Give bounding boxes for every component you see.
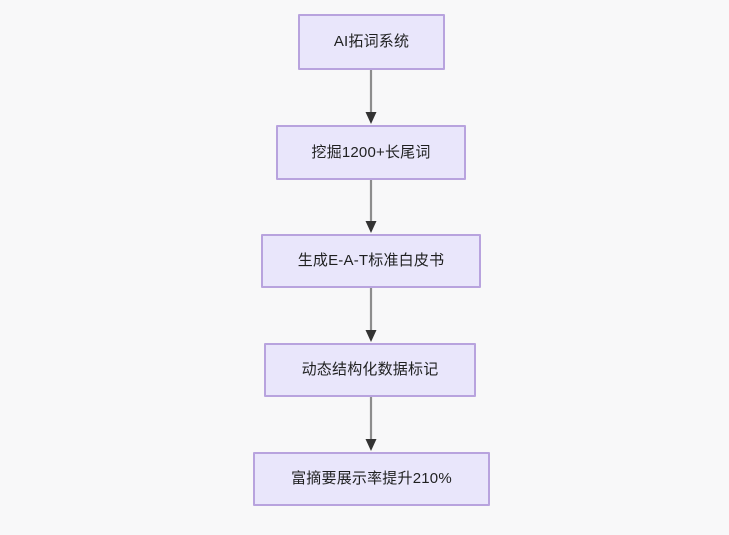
flow-node-rich-snippet-impression-lift[interactable]: 富摘要展示率提升210% xyxy=(253,452,490,506)
flow-node-generate-eat-whitepaper[interactable]: 生成E-A-T标准白皮书 xyxy=(261,234,481,288)
flow-node-mine-longtail-keywords[interactable]: 挖掘1200+长尾词 xyxy=(276,125,466,180)
flow-node-label: 挖掘1200+长尾词 xyxy=(311,143,431,161)
flow-node-label: 动态结构化数据标记 xyxy=(301,361,439,378)
flow-node-dynamic-structured-data-markup[interactable]: 动态结构化数据标记 xyxy=(264,343,476,397)
flow-node-ai-keyword-system[interactable]: AI拓词系统 xyxy=(298,14,445,70)
edge-node2-to-node3 xyxy=(365,180,377,233)
flow-node-label: AI拓词系统 xyxy=(333,33,410,50)
edge-node4-to-node5 xyxy=(365,397,377,451)
flow-node-label: 生成E-A-T标准白皮书 xyxy=(297,252,445,269)
flow-node-label: 富摘要展示率提升210% xyxy=(291,470,452,487)
edge-node1-to-node2 xyxy=(365,70,377,124)
edge-node3-to-node4 xyxy=(365,288,377,342)
